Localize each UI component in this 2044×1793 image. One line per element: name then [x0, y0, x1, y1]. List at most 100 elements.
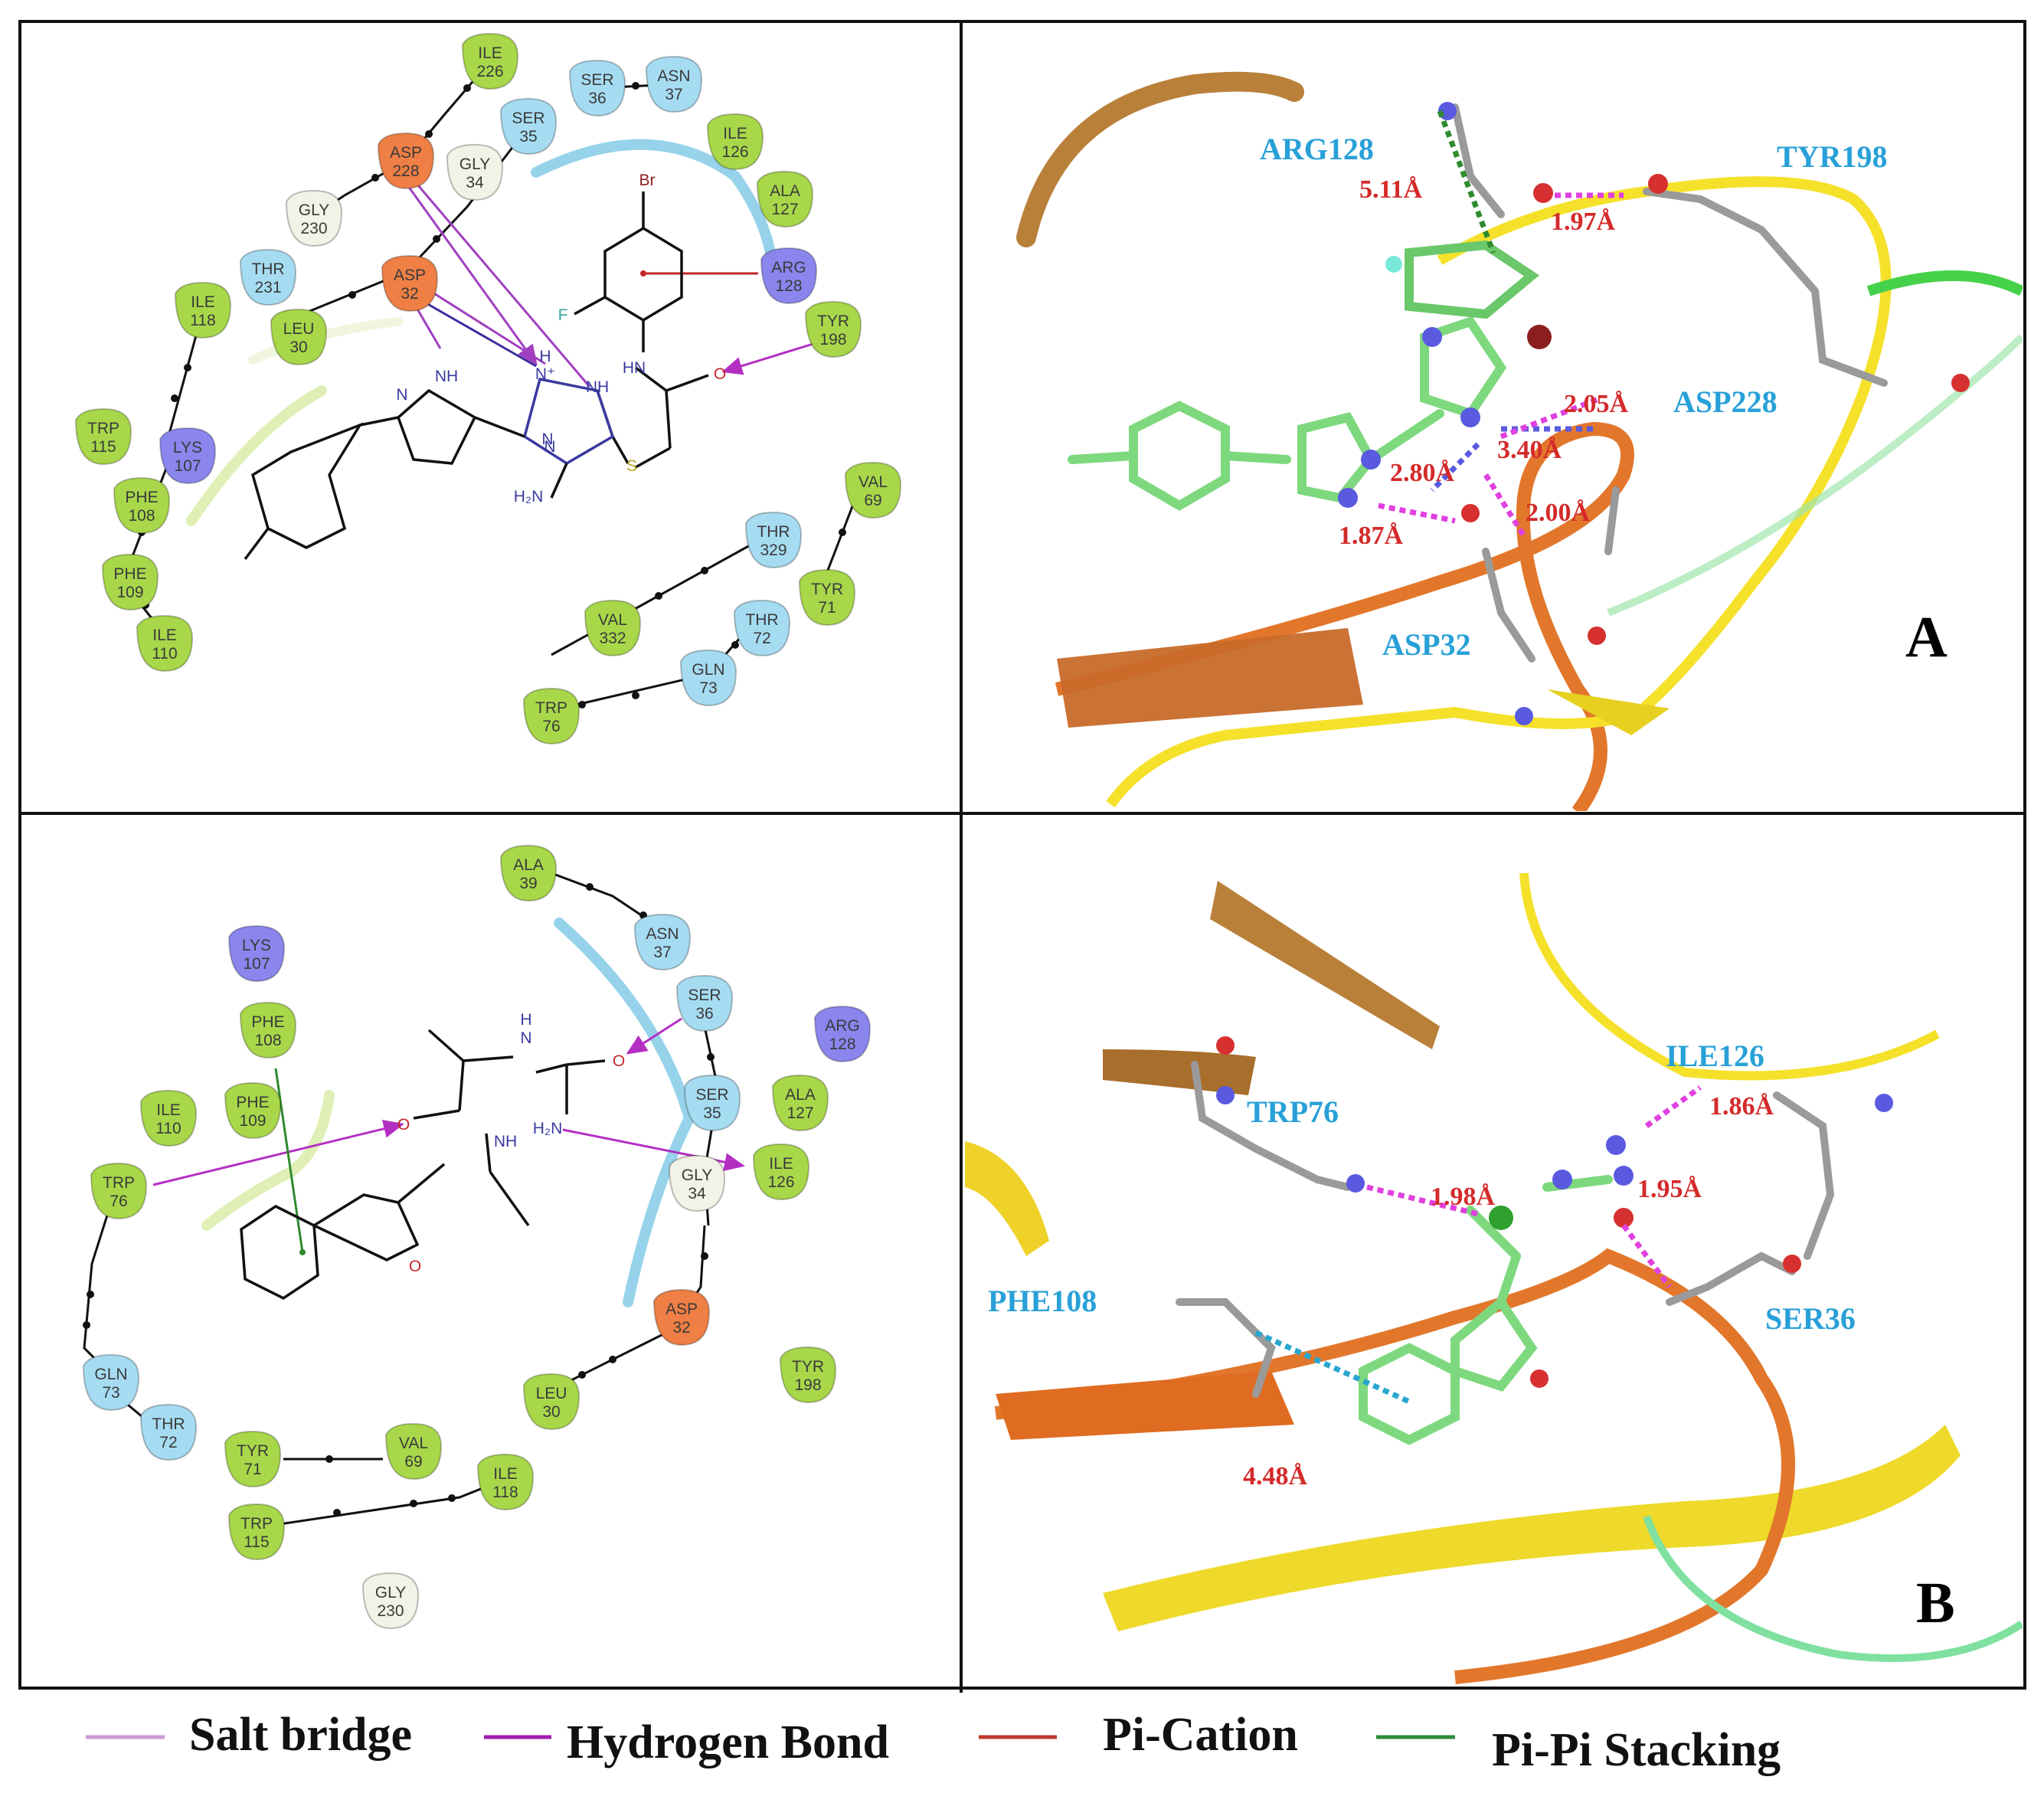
residue-glyph — [90, 1162, 148, 1220]
residue-glyph — [361, 1572, 420, 1630]
residue-glyph — [381, 254, 439, 312]
sidechain-3d-atoms — [1216, 1036, 1893, 1273]
residue-number: 126 — [721, 143, 748, 161]
interactions-3d — [1378, 110, 1624, 538]
ligand-b — [240, 1029, 606, 1301]
residue-code: ASP — [394, 267, 426, 284]
atom-label: NH — [586, 378, 609, 396]
legend-label: Pi-Pi Stacking — [1492, 1724, 1781, 1776]
distance-label: 1.95Å — [1637, 1175, 1702, 1203]
panel-letter: B — [1916, 1571, 1955, 1635]
panel-a-3d-view: ARG128 TYR198 ASP228 ASP32 5.11Å 1.97Å 2… — [1016, 71, 2023, 811]
ligand-a-3d-atoms — [1338, 256, 1552, 508]
residue-asp-32: ASP32 — [652, 1288, 711, 1346]
residue-asp-32: ASP32 — [381, 254, 439, 312]
residue-code: ILE — [156, 1101, 181, 1119]
residue-code: ASP — [666, 1301, 698, 1318]
residue-number: 230 — [377, 1602, 404, 1620]
residue-number: 34 — [688, 1185, 706, 1202]
residue-number: 110 — [152, 645, 177, 663]
atom-label: N — [520, 1029, 531, 1047]
residue-number: 226 — [476, 63, 503, 80]
residue-label-3d: ASP228 — [1673, 384, 1777, 419]
ligand-a — [244, 191, 709, 561]
residue-glyph — [675, 974, 734, 1032]
ribbon-green-faint — [1643, 1515, 2023, 1662]
ribbon-brown — [1210, 881, 1440, 1049]
residue-number: 69 — [404, 1453, 422, 1471]
atom-label: N — [396, 386, 407, 404]
residue-glyph — [798, 568, 856, 627]
residue-number: 35 — [703, 1104, 721, 1122]
atom-label: N⁺ — [535, 365, 555, 383]
ribbon-orange-sheet — [1057, 628, 1363, 728]
residue-glyph — [227, 924, 286, 983]
residue-code: PHE — [125, 489, 158, 506]
residue-glyph — [706, 113, 764, 171]
ligand-a-3d — [1068, 240, 1540, 511]
residue-glyph — [270, 308, 328, 366]
residue-number: 72 — [159, 1434, 177, 1451]
residue-code: THR — [152, 1415, 185, 1433]
residue-number: 329 — [760, 541, 787, 559]
residue-glyph — [74, 407, 132, 466]
legend-label: Pi-Cation — [1103, 1709, 1298, 1761]
residue-code: TYR — [792, 1358, 824, 1376]
distance-label: 5.11Å — [1359, 175, 1423, 204]
residue-code: LYS — [173, 439, 202, 456]
atom-label: H — [539, 348, 551, 365]
residue-code: VAL — [858, 473, 888, 491]
legend-label: Salt bridge — [189, 1709, 412, 1761]
residue-glyph — [101, 553, 159, 611]
residue-code: ILE — [191, 293, 215, 311]
ribbon-green — [1866, 270, 2023, 296]
atom-label: S — [626, 457, 637, 475]
atom-label: F — [558, 306, 568, 324]
residue-code: ALA — [785, 1086, 816, 1104]
residue-code: GLY — [682, 1166, 712, 1184]
distance-label: 4.48Å — [1243, 1462, 1308, 1490]
residue-number: 35 — [519, 128, 537, 146]
residue-number: 39 — [519, 875, 537, 892]
residue-glyph — [113, 476, 171, 535]
residue-number: 108 — [128, 507, 155, 525]
distance-label: 2.05Å — [1564, 390, 1629, 418]
distance-label: 1.87Å — [1339, 522, 1404, 550]
sidechain-3d — [1451, 103, 1888, 663]
residue-code: THR — [745, 611, 778, 629]
residue-ile-126: ILE126 — [752, 1143, 810, 1201]
ribbon-yellow — [1519, 872, 1940, 1081]
sidechain-3d-atoms — [1438, 102, 1970, 725]
residue-code: TRP — [240, 1515, 273, 1533]
distance-label: 1.97Å — [1551, 208, 1616, 236]
residue-glyph — [239, 248, 297, 306]
residue-number: 230 — [300, 220, 327, 237]
residue-glyph — [771, 1074, 829, 1132]
residue-code: ILE — [723, 125, 747, 142]
ribbon-yellow — [1106, 176, 1892, 808]
residue-glyph — [285, 189, 343, 247]
residue-tyr-198: TYR198 — [779, 1346, 837, 1404]
residue-glyph — [779, 1346, 837, 1404]
residue-number: 69 — [864, 492, 881, 509]
residue-trp-76: TRP76 — [522, 687, 580, 745]
distance-label: 3.40Å — [1497, 436, 1562, 464]
residue-number: 30 — [289, 339, 307, 356]
residue-glyph — [633, 913, 692, 971]
residue-code: ILE — [478, 44, 502, 62]
residue-number: 127 — [787, 1104, 813, 1122]
residue-number: 37 — [665, 86, 682, 103]
legend: Salt bridge Hydrogen Bond Pi-Cation Pi-P… — [86, 1709, 1781, 1776]
residue-code: ASN — [646, 925, 679, 943]
